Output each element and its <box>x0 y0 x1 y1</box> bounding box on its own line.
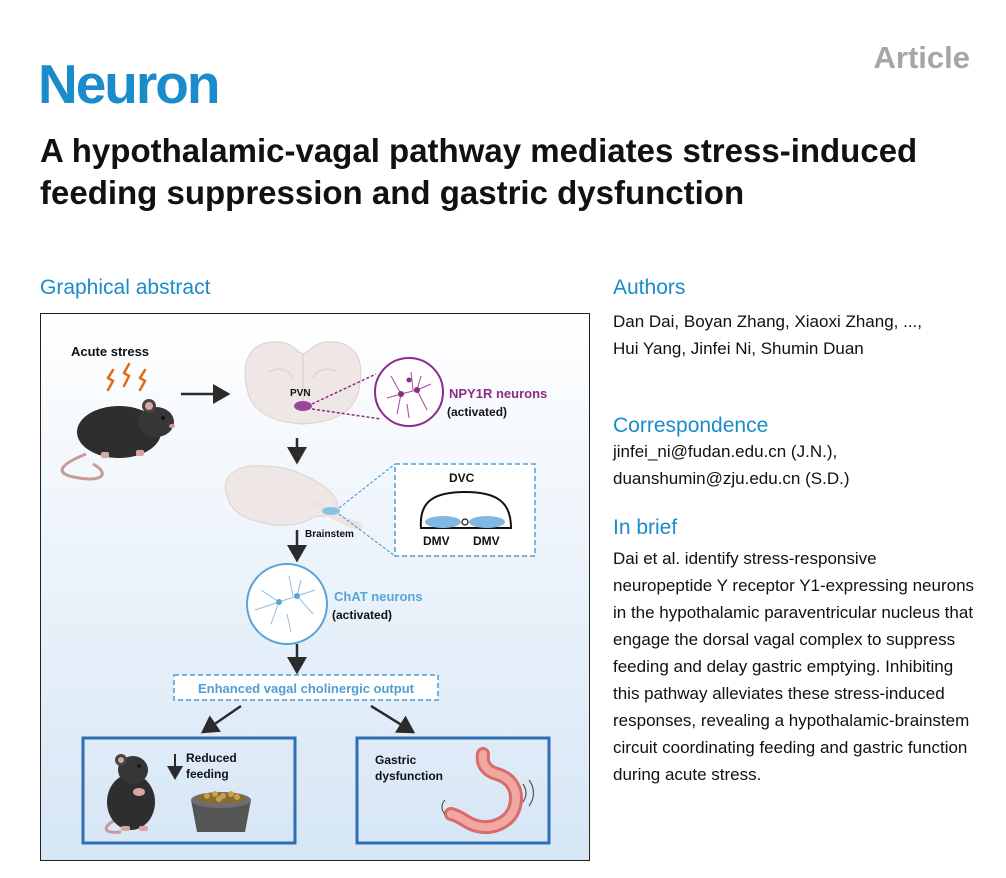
article-type-label: Article <box>873 40 970 75</box>
food-bowl-icon <box>191 791 251 832</box>
dysfunction-label: dysfunction <box>375 769 443 783</box>
article-title: A hypothalamic-vagal pathway mediates st… <box>40 132 918 211</box>
correspondence-email-1[interactable]: jinfei_ni@fudan.edu.cn (J.N.), <box>613 442 838 461</box>
chat-activated-label: (activated) <box>332 608 392 622</box>
journal-logo: Neuron <box>38 53 220 115</box>
arrow-to-gastric-dysfunction <box>370 704 416 734</box>
arrow-to-reduced-feeding <box>200 704 242 734</box>
mouse-icon <box>60 399 175 481</box>
npy1r-neuron-icon <box>374 357 444 427</box>
reduced-feeding-box <box>81 736 297 845</box>
pvn-label: PVN <box>290 388 311 399</box>
sagittal-brain-icon <box>224 465 363 530</box>
authors-list: Dan Dai, Boyan Zhang, Xiaoxi Zhang, ...,… <box>613 312 923 358</box>
stomach-icon <box>441 747 535 834</box>
brain-section-icon <box>244 341 362 425</box>
npy1r-activated-label: (activated) <box>447 405 507 419</box>
dmv-right-label: DMV <box>473 534 500 548</box>
authors-heading: Authors <box>613 276 686 299</box>
gastric-dysfunction-box <box>355 736 551 845</box>
graphical-abstract-heading: Graphical abstract <box>40 276 211 299</box>
sitting-mouse-icon <box>104 754 155 834</box>
acute-stress-label: Acute stress <box>71 344 149 359</box>
chat-neurons-label: ChAT neurons <box>334 589 423 604</box>
npy1r-neurons-label: NPY1R neurons <box>449 386 547 401</box>
feeding-label: feeding <box>186 767 229 781</box>
chat-neuron-icon <box>246 563 328 645</box>
vagal-output-label: Enhanced vagal cholinergic output <box>198 681 415 696</box>
in-brief-text: Dai et al. identify stress-responsive ne… <box>613 549 975 784</box>
dmv-left-label: DMV <box>423 534 450 548</box>
vagal-output-box <box>173 674 439 701</box>
dvc-label: DVC <box>449 471 475 485</box>
graphical-abstract: Acute stress PVN <box>40 313 590 861</box>
correspondence-email-2[interactable]: duanshumin@zju.edu.cn (S.D.) <box>613 469 850 488</box>
brainstem-label: Brainstem <box>305 529 354 540</box>
stress-lightning-icon <box>106 362 147 392</box>
gastric-label: Gastric <box>375 753 417 767</box>
correspondence-heading: Correspondence <box>613 414 769 437</box>
in-brief-heading: In brief <box>613 516 678 539</box>
reduced-label: Reduced <box>186 751 237 765</box>
